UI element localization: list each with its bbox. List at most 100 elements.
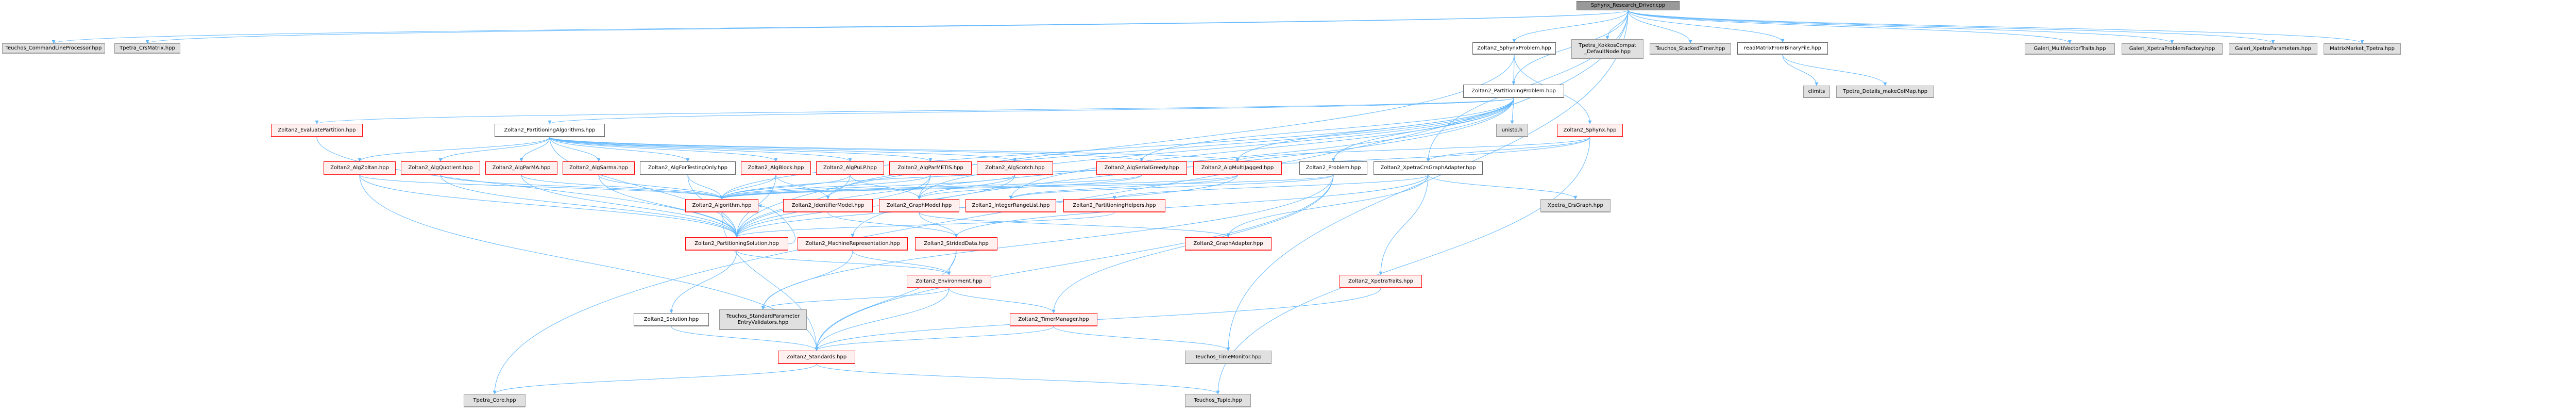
edge-solution-to-standards <box>671 326 819 351</box>
node-zoltan2-partitioningproblem[interactable]: Zoltan2_PartitioningProblem.hpp <box>1463 85 1564 98</box>
node-label: Teuchos_StandardParameter EntryValidator… <box>726 313 800 325</box>
node-label: Zoltan2_IdentifierModel.hpp <box>791 202 865 208</box>
node-label: unistd.h <box>1501 127 1523 133</box>
node-zoltan2-algsarma[interactable]: Zoltan2_AlgSarma.hpp <box>563 161 635 175</box>
node-label: Zoltan2_XpetraTraits.hpp <box>1348 278 1413 284</box>
edge-sphynx-to-algmultijagged <box>1235 137 1590 162</box>
edge-problem-to-algorithm <box>720 174 1334 200</box>
edge-partproblem-to-unistd <box>1510 97 1514 124</box>
node-zoltan2-integerrangelist[interactable]: Zoltan2_IntegerRangeList.hpp <box>965 199 1056 212</box>
node-label: Zoltan2_AlgSerialGreedy.hpp <box>1104 164 1179 171</box>
node-zoltan2-algquotient[interactable]: Zoltan2_AlgQuotient.hpp <box>401 161 480 175</box>
node-tpetra-details-makecolmap[interactable]: Tpetra_Details_makeColMap.hpp <box>1836 86 1934 98</box>
node-zoltan2-strideddata[interactable]: Zoltan2_StridedData.hpp <box>915 237 997 251</box>
edge-xpetracrsgraphadapter-to-graphadapter <box>1226 174 1429 238</box>
node-label: Zoltan2_IntegerRangeList.hpp <box>972 202 1050 208</box>
edge-algparma-to-partsolution <box>521 174 739 238</box>
edge-root-to-sphynxproblem <box>1512 10 1629 43</box>
node-zoltan2-algorithm[interactable]: Zoltan2_Algorithm.hpp <box>685 199 758 212</box>
node-zoltan2-sphynx[interactable]: Zoltan2_Sphynx.hpp <box>1557 124 1623 137</box>
node-label: Zoltan2_Solution.hpp <box>643 316 699 322</box>
node-teuchos-timemonitor[interactable]: Teuchos_TimeMonitor.hpp <box>1185 351 1272 364</box>
node-galeri-xpetraproblemfactory[interactable]: Galeri_XpetraProblemFactory.hpp <box>2122 43 2223 55</box>
edge-algparma-to-algorithm <box>521 174 724 200</box>
edge-readmatrix-to-makecolmap <box>1782 54 1887 86</box>
node-teuchos-standardparameterentryvalidators[interactable]: Teuchos_StandardParameter EntryValidator… <box>719 309 807 330</box>
node-teuchos-stackedtimer[interactable]: Teuchos_StackedTimer.hpp <box>1650 43 1731 55</box>
node-galeri-multivectortraits[interactable]: Galeri_MultiVectorTraits.hpp <box>2025 43 2115 55</box>
node-label: Zoltan2_XpetraCrsGraphAdapter.hpp <box>1380 164 1476 171</box>
node-label: Zoltan2_GraphAdapter.hpp <box>1193 240 1263 246</box>
edge-timermanager-to-standards <box>815 326 1054 351</box>
node-zoltan2-algmultijagged[interactable]: Zoltan2_AlgMultiJagged.hpp <box>1193 161 1282 175</box>
node-label: Zoltan2_AlgParMA.hpp <box>492 164 551 171</box>
node-zoltan2-partitioningsolution[interactable]: Zoltan2_PartitioningSolution.hpp <box>685 237 788 251</box>
node-label: Tpetra_KokkosCompat _DefaultNode.hpp <box>1579 42 1636 55</box>
node-label: Zoltan2_AlgScotch.hpp <box>985 164 1045 171</box>
node-zoltan2-xpetratraits[interactable]: Zoltan2_XpetraTraits.hpp <box>1340 275 1422 288</box>
node-label: Zoltan2_AlgZoltan.hpp <box>330 164 389 171</box>
node-zoltan2-solution[interactable]: Zoltan2_Solution.hpp <box>634 313 709 326</box>
node-label: Zoltan2_GraphModel.hpp <box>886 202 952 208</box>
edge-xpetracrsgraphadapter-to-xpetracrsgraph <box>1428 174 1578 200</box>
edge-algblock-to-identifiermodel <box>775 174 830 200</box>
edge-algscotch-to-algorithm <box>720 174 1015 200</box>
node-teuchos-commandlineprocessor[interactable]: Teuchos_CommandLineProcessor.hpp <box>2 43 105 54</box>
edge-algpulp-to-graphmodel <box>850 174 921 200</box>
node-zoltan2-algserialgreedy[interactable]: Zoltan2_AlgSerialGreedy.hpp <box>1096 161 1187 175</box>
node-zoltan2-partitioningalgorithms[interactable]: Zoltan2_PartitioningAlgorithms.hpp <box>495 124 605 137</box>
node-label: climits <box>1808 88 1825 94</box>
node-label: Zoltan2_MachineRepresentation.hpp <box>805 240 900 246</box>
node-zoltan2-problem[interactable]: Zoltan2_Problem.hpp <box>1299 161 1367 175</box>
node-label: Zoltan2_AlgParMETIS.hpp <box>897 164 963 171</box>
edge-group <box>52 10 2364 394</box>
node-climits[interactable]: climits <box>1803 86 1830 98</box>
node-matrixmarket-tpetra[interactable]: MatrixMarket_Tpetra.hpp <box>2324 43 2401 55</box>
node-label: Zoltan2_SphynxProblem.hpp <box>1477 45 1551 51</box>
edge-algzoltan-to-algorithm <box>359 174 724 200</box>
node-zoltan2-algpulp[interactable]: Zoltan2_AlgPuLP.hpp <box>816 161 884 175</box>
edge-strideddata-to-standards <box>815 250 957 351</box>
node-label: Tpetra_CrsMatrix.hpp <box>120 45 175 51</box>
node-zoltan2-graphadapter[interactable]: Zoltan2_GraphAdapter.hpp <box>1185 237 1272 251</box>
node-zoltan2-algfortestingonly[interactable]: Zoltan2_AlgForTestingOnly.hpp <box>640 161 736 175</box>
node-zoltan2-timermanager[interactable]: Zoltan2_TimerManager.hpp <box>1010 313 1097 326</box>
edge-root-to-tpetracore <box>493 10 1629 394</box>
node-sphynx-research-driver[interactable]: Sphynx_Research_Driver.cpp <box>1577 1 1680 10</box>
node-zoltan2-graphmodel[interactable]: Zoltan2_GraphModel.hpp <box>879 199 959 212</box>
node-zoltan2-machinerepresentation[interactable]: Zoltan2_MachineRepresentation.hpp <box>798 237 908 251</box>
edge-partproblem-to-integerrangelist <box>1009 97 1514 200</box>
edge-environment-to-timermanager <box>948 288 1056 314</box>
node-zoltan2-algparmetis[interactable]: Zoltan2_AlgParMETIS.hpp <box>889 161 972 175</box>
node-tpetra-core[interactable]: Tpetra_Core.hpp <box>464 394 526 407</box>
edge-xpetracrsgraphadapter-to-strideddata <box>954 174 1429 238</box>
node-galeri-xpetraparameters[interactable]: Galeri_XpetraParameters.hpp <box>2229 43 2317 55</box>
node-teuchos-tuple[interactable]: Teuchos_Tuple.hpp <box>1185 394 1251 407</box>
node-zoltan2-algzoltan[interactable]: Zoltan2_AlgZoltan.hpp <box>324 161 396 175</box>
node-zoltan2-environment[interactable]: Zoltan2_Environment.hpp <box>907 275 991 288</box>
node-tpetra-crsmatrix[interactable]: Tpetra_CrsMatrix.hpp <box>114 43 180 54</box>
node-zoltan2-standards[interactable]: Zoltan2_Standards.hpp <box>778 351 855 364</box>
node-zoltan2-partitioninghelpers[interactable]: Zoltan2_PartitioningHelpers.hpp <box>1063 199 1165 212</box>
node-zoltan2-algscotch[interactable]: Zoltan2_AlgScotch.hpp <box>977 161 1053 175</box>
node-zoltan2-algblock[interactable]: Zoltan2_AlgBlock.hpp <box>741 161 811 175</box>
edge-problem-to-standards <box>815 174 1334 351</box>
edge-algsarma-to-partsolution <box>598 174 739 238</box>
edge-partalgorithms-to-algparmetis <box>549 137 933 162</box>
node-zoltan2-algparma[interactable]: Zoltan2_AlgParMA.hpp <box>485 161 557 175</box>
node-xpetra-crsgraph[interactable]: Xpetra_CrsGraph.hpp <box>1540 199 1611 212</box>
edge-sphynx-to-teuchostuple <box>1216 137 1590 394</box>
node-label: Xpetra_CrsGraph.hpp <box>1548 202 1603 208</box>
edge-partalgorithms-to-algfortesting <box>549 137 690 162</box>
node-zoltan2-identifiermodel[interactable]: Zoltan2_IdentifierModel.hpp <box>783 199 873 212</box>
node-zoltan2-evaluatepartition[interactable]: Zoltan2_EvaluatePartition.hpp <box>271 124 363 137</box>
node-tpetra-kokkoscompat-defaultnode[interactable]: Tpetra_KokkosCompat _DefaultNode.hpp <box>1571 39 1643 59</box>
node-unistd-h[interactable]: unistd.h <box>1496 124 1528 137</box>
node-zoltan2-xpetracrsgraphadapter[interactable]: Zoltan2_XpetraCrsGraphAdapter.hpp <box>1374 161 1483 175</box>
node-label: MatrixMarket_Tpetra.hpp <box>2330 45 2395 52</box>
node-readmatrixfrombinaryfile[interactable]: readMatrixFromBinaryFile.hpp <box>1737 42 1828 55</box>
node-label: Zoltan2_AlgBlock.hpp <box>748 164 804 171</box>
node-label: Zoltan2_AlgForTestingOnly.hpp <box>648 164 727 171</box>
node-zoltan2-sphynxproblem[interactable]: Zoltan2_SphynxProblem.hpp <box>1472 42 1556 55</box>
edge-graphmodel-to-graphadapter <box>919 212 1230 238</box>
